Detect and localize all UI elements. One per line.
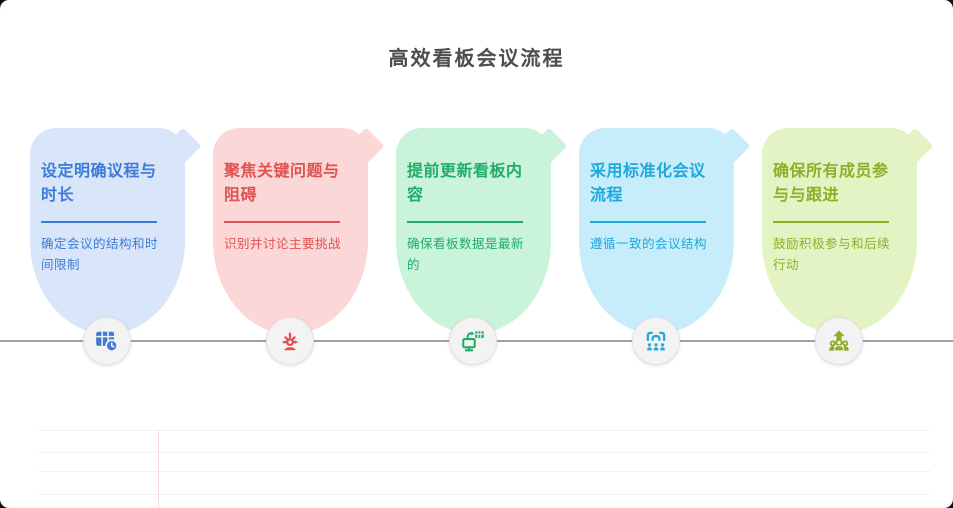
step-description: 识别并讨论主要挑战 <box>224 237 342 251</box>
timeline-node-1 <box>83 317 131 365</box>
board-sync-icon <box>462 331 484 352</box>
timeline-node-5 <box>815 317 863 365</box>
focus-person-icon <box>281 331 299 351</box>
step-card-2: 聚焦关键问题与阻碍 识别并讨论主要挑战 <box>213 127 385 334</box>
step-title: 提前更新看板内容 <box>407 163 523 204</box>
step-description: 遵循一致的会议结构 <box>590 237 708 251</box>
step-description: 确定会议的结构和时间限制 <box>41 237 159 272</box>
card-pointer <box>713 127 751 165</box>
step-title: 设定明确议程与时长 <box>41 163 157 204</box>
step-card-3: 提前更新看板内容 确保看板数据是最新的 <box>396 127 568 334</box>
faint-grid-line <box>38 430 931 431</box>
step-title: 采用标准化会议流程 <box>590 163 706 204</box>
page-title: 高效看板会议流程 <box>388 48 565 70</box>
step-description: 确保看板数据是最新的 <box>407 237 525 272</box>
step-divider <box>407 221 523 223</box>
step-title: 聚焦关键问题与阻碍 <box>224 163 340 204</box>
step-title: 确保所有成员参与与跟进 <box>773 163 889 204</box>
step-divider <box>773 221 889 223</box>
card-pointer <box>347 127 385 165</box>
meeting-structure-icon <box>646 331 666 351</box>
faint-grid-line <box>38 471 931 472</box>
faint-grid-line <box>38 494 931 495</box>
card-pointer <box>164 127 202 165</box>
step-description: 鼓励积极参与和后续行动 <box>773 237 891 272</box>
timeline-node-3 <box>449 317 497 365</box>
step-divider <box>590 221 706 223</box>
timeline-node-2 <box>266 317 314 365</box>
faint-grid-line <box>38 452 931 453</box>
schedule-table-clock-icon <box>96 331 119 353</box>
step-card-1: 设定明确议程与时长 确定会议的结构和时间限制 <box>30 127 202 334</box>
team-follow-up-icon <box>829 330 849 352</box>
faint-grid-vertical-line <box>158 430 159 508</box>
step-divider <box>41 221 157 223</box>
card-pointer <box>896 127 934 165</box>
step-divider <box>224 221 340 223</box>
step-card-4: 采用标准化会议流程 遵循一致的会议结构 <box>579 127 751 334</box>
card-pointer <box>530 127 568 165</box>
step-card-5: 确保所有成员参与与跟进 鼓励积极参与和后续行动 <box>762 127 934 334</box>
timeline-node-4 <box>632 317 680 365</box>
